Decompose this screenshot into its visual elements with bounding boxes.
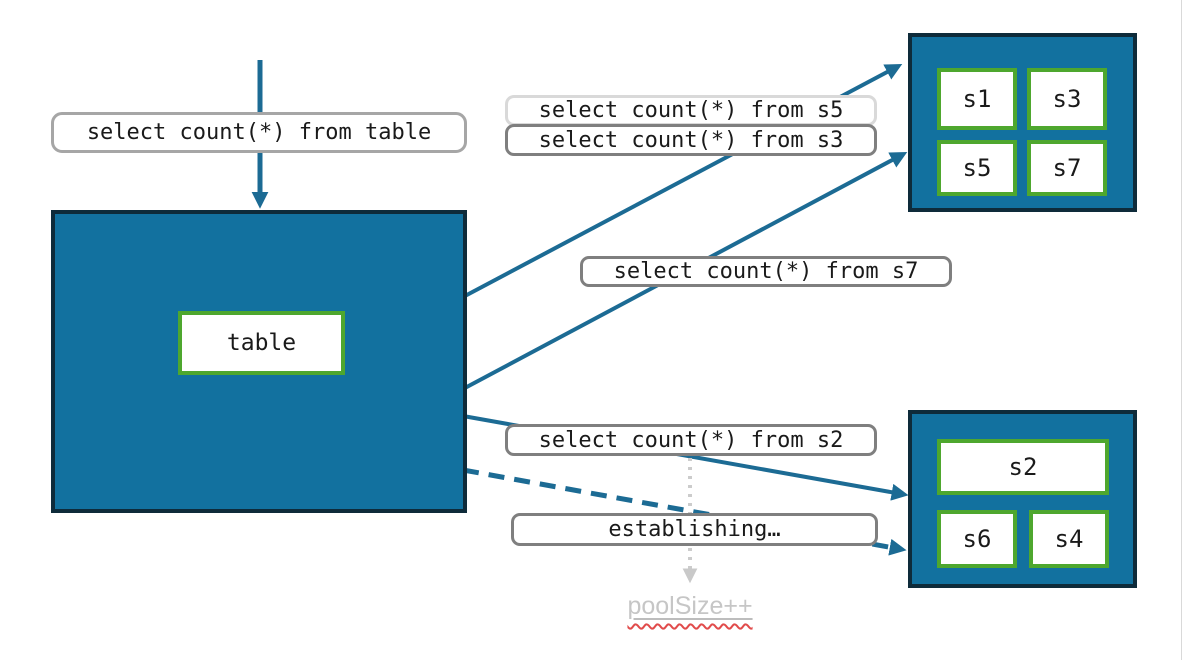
shard-group-top: s1 s3 s5 s7: [908, 33, 1137, 212]
shard-s2: s2: [937, 439, 1109, 495]
poolsize-note: poolSize++: [627, 592, 752, 621]
query-label-s5-text: select count(*) from s5: [538, 98, 844, 123]
page-edge-line: [1181, 0, 1182, 660]
query-label-s3: select count(*) from s3: [505, 124, 877, 156]
query-label-s7: select count(*) from s7: [580, 256, 952, 287]
shard-s6-label: s6: [962, 525, 992, 553]
table-label: table: [226, 330, 297, 356]
query-label-table: select count(*) from table: [51, 112, 467, 153]
query-label-s3-text: select count(*) from s3: [538, 127, 844, 153]
table-box: table: [51, 210, 467, 513]
shard-s7-label: s7: [1052, 154, 1082, 182]
shard-s3: s3: [1027, 68, 1107, 130]
shard-s4: s4: [1029, 510, 1109, 568]
establishing-label: establishing…: [511, 513, 878, 546]
shard-s5-label: s5: [962, 154, 992, 182]
shard-s4-label: s4: [1054, 525, 1084, 553]
poolsize-note-text: poolSize++: [627, 592, 753, 620]
shard-s1-label: s1: [962, 85, 992, 113]
query-label-s7-text: select count(*) from s7: [613, 259, 919, 284]
establishing-label-text: establishing…: [608, 517, 781, 542]
query-label-s2: select count(*) from s2: [505, 424, 877, 456]
shard-group-bottom: s2 s6 s4: [908, 410, 1137, 588]
shard-s5: s5: [937, 140, 1017, 196]
shard-s1: s1: [937, 68, 1017, 130]
query-label-s5: select count(*) from s5: [505, 95, 877, 126]
query-label-table-text: select count(*) from table: [86, 120, 432, 145]
shard-s6: s6: [937, 510, 1017, 568]
shard-s3-label: s3: [1052, 85, 1082, 113]
shard-s7: s7: [1027, 140, 1107, 196]
shard-s2-label: s2: [1008, 453, 1038, 481]
table-inner-label-box: table: [178, 311, 345, 375]
query-label-s2-text: select count(*) from s2: [538, 427, 844, 453]
